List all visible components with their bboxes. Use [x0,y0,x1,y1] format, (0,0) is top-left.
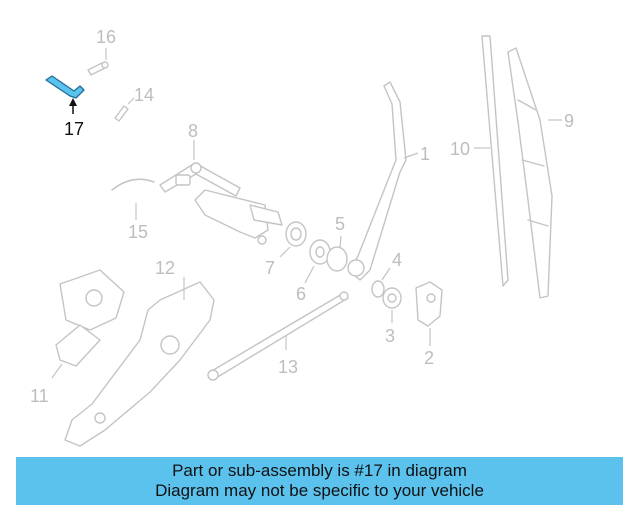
callout-11: 11 [30,386,49,406]
callout-9: 9 [564,111,574,131]
part-4-washer [371,267,391,298]
motor-bracket [194,189,283,245]
callout-1: 1 [420,144,430,164]
callout-13: 13 [278,357,298,377]
callout-10: 10 [450,139,470,159]
part-14-pin [114,97,135,122]
callout-2: 2 [424,348,434,368]
part-13-link-rod [207,291,349,381]
callout-15: 15 [128,222,148,242]
part-11-motor [51,269,125,379]
info-banner: Part or sub-assembly is #17 in diagram D… [16,457,623,505]
callout-7: 7 [265,258,275,278]
part-7-washer [279,221,307,258]
part-12-mounting-plate [64,277,215,447]
part-1-wiper-arm [347,81,419,281]
callout-3: 3 [385,326,395,346]
callout-12: 12 [155,258,175,278]
callout-5: 5 [335,214,345,234]
banner-part-info: Part or sub-assembly is #17 in diagram [172,461,467,480]
part-9-blade-frame [507,47,562,299]
callout-6: 6 [296,284,306,304]
banner-disclaimer: Diagram may not be specific to your vehi… [155,481,484,500]
parts-diagram: 17 16 14 15 8 7 [30,27,574,447]
part-2-cover [415,281,443,346]
callout-17[interactable]: 17 [64,119,84,139]
part-6-nut [304,239,331,284]
part-3-nut [382,287,402,323]
callout-4: 4 [392,250,402,270]
callout-16: 16 [96,27,116,47]
callout-14: 14 [134,85,154,105]
callout-8: 8 [188,121,198,141]
part-17-highlighted[interactable] [45,75,85,114]
part-5-cap [326,235,348,272]
part-15-hose [111,178,155,220]
part-10-blade-rubber [474,35,509,287]
part-16-pin [87,48,109,76]
part-8-link [159,140,241,197]
